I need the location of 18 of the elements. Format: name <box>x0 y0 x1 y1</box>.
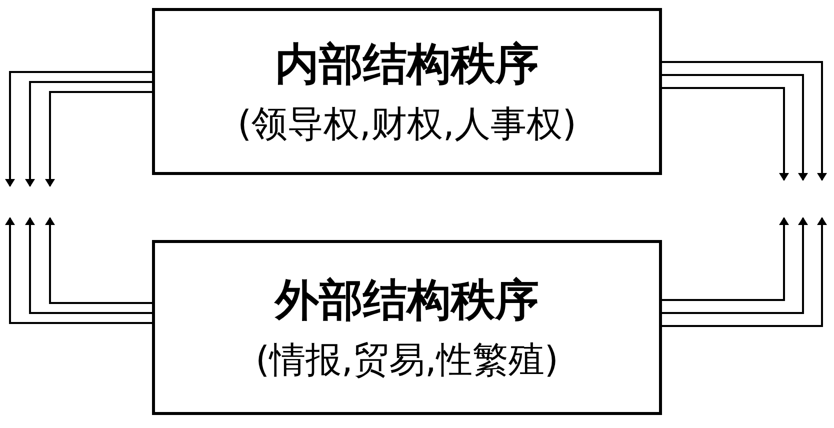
process-box <box>152 8 662 175</box>
box-subtitle: (情报,贸易,性繁殖) <box>256 338 558 382</box>
arrow <box>662 217 789 301</box>
arrow <box>45 217 152 304</box>
arrow <box>662 61 827 181</box>
arrow <box>25 81 152 187</box>
arrow <box>5 71 152 187</box>
arrow <box>25 217 152 314</box>
box-subtitle: (领导权,财权,人事权) <box>238 102 576 146</box>
arrow <box>662 87 789 181</box>
arrow <box>662 74 808 181</box>
process-box <box>152 240 662 415</box>
box-title: 内部结构秩序 <box>275 38 539 92</box>
arrow <box>662 217 827 327</box>
arrow <box>5 217 152 324</box>
box-title: 外部结构秩序 <box>275 274 539 328</box>
arrow <box>662 217 808 314</box>
arrow <box>45 91 152 187</box>
